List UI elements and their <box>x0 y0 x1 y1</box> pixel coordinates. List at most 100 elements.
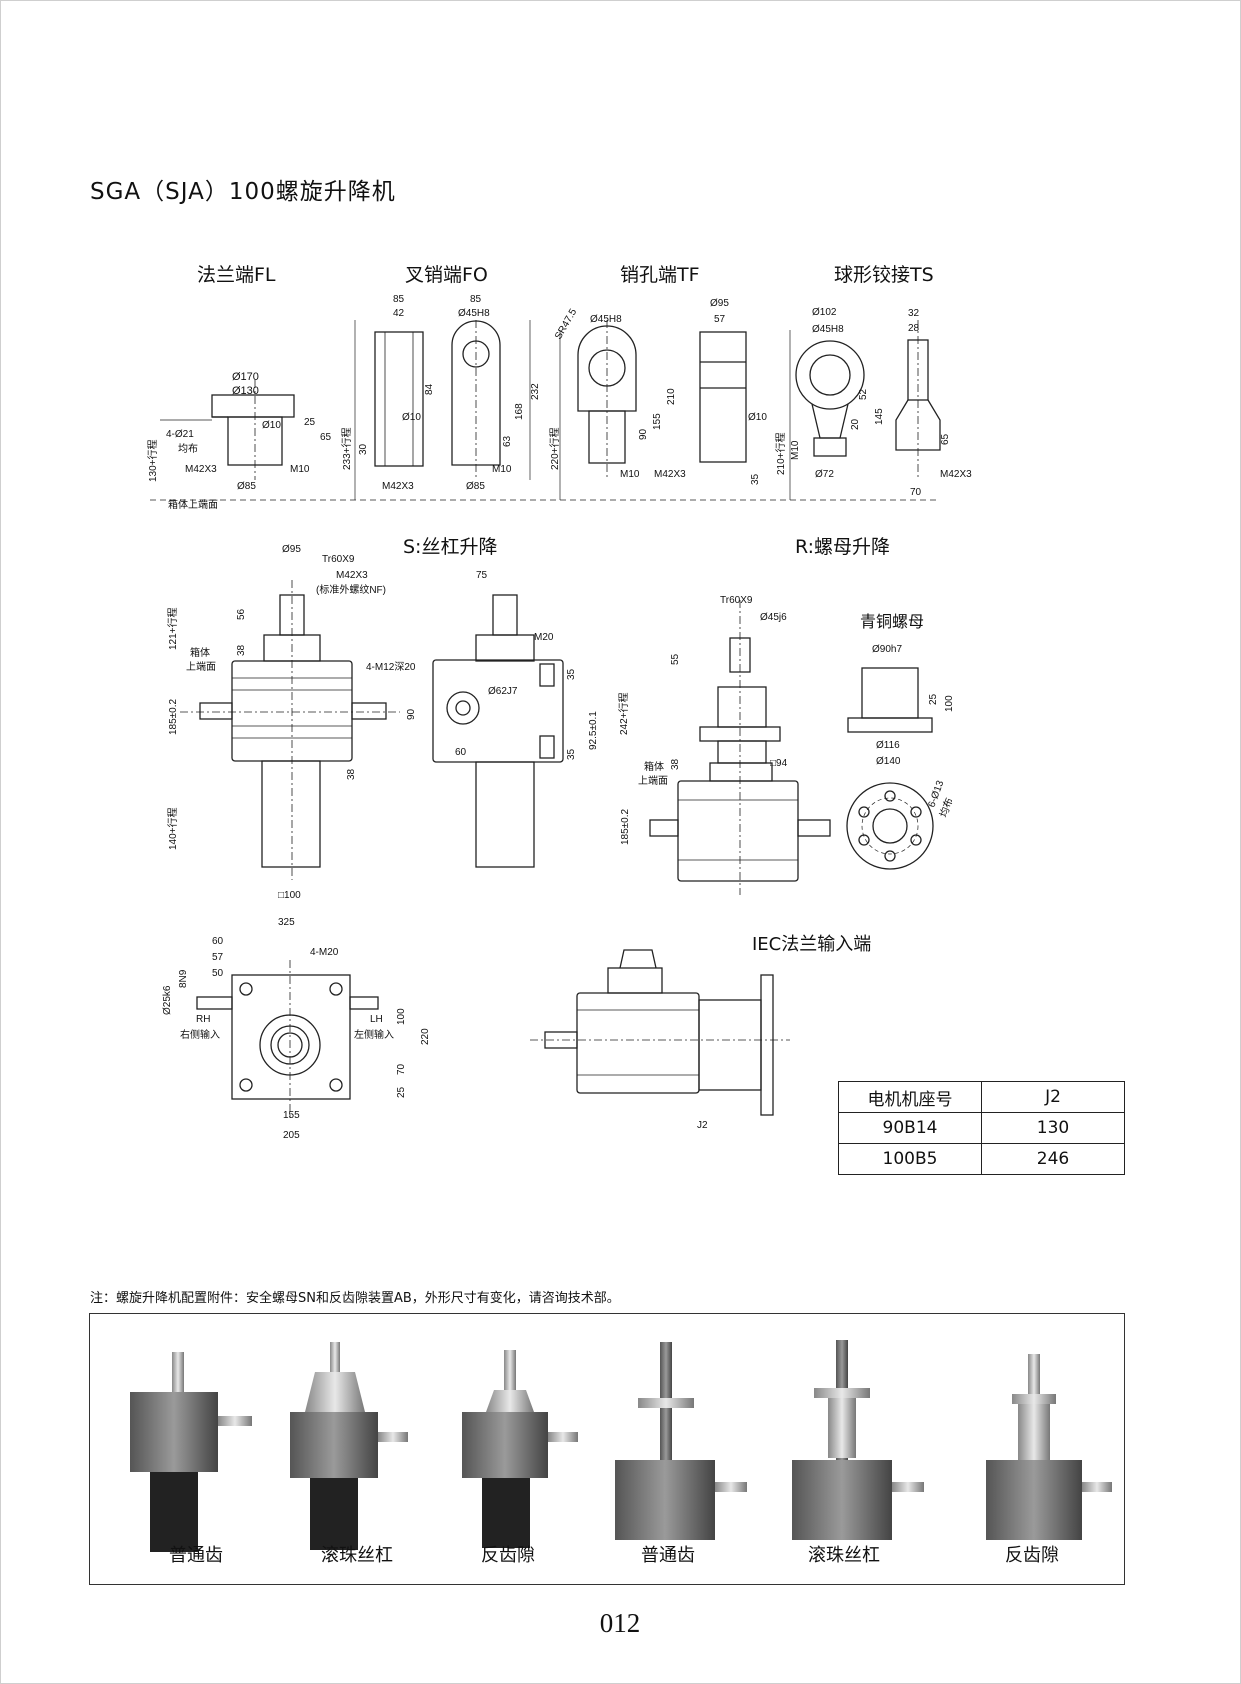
dim-ts-11: M42X3 <box>940 469 972 480</box>
product-photo-3 <box>462 1350 578 1548</box>
dim-fl-5: 25 <box>304 417 316 428</box>
dim-ts-0: Ø102 <box>812 307 837 318</box>
dim-r-6: 38 <box>670 758 681 770</box>
section-title-s: S:丝杠升降 <box>403 536 498 558</box>
dim-input-14: 25 <box>396 1086 407 1098</box>
dim-fo-8: Ø10 <box>402 412 421 423</box>
dim-fo-0: 85 <box>393 294 405 305</box>
dim-s2-7: 60 <box>455 747 467 758</box>
dim-bronze-2: 100 <box>944 695 955 712</box>
product-photo-panel: 普通齿 滚珠丝杠 反齿隙 普通齿 滚珠丝杠 反齿隙 <box>89 1313 1125 1585</box>
dim-s2-2: 4-M12深20 <box>366 661 416 673</box>
dim-fl-2: 4-Ø21 <box>166 429 194 440</box>
dim-tf-3: 57 <box>714 314 726 325</box>
dim-input-10: 左侧输入 <box>354 1028 394 1041</box>
dim-tf-7: 220+行程 <box>548 427 561 470</box>
drawing-fl <box>150 380 940 501</box>
dim-iec-0: J2 <box>697 1120 708 1131</box>
drawing-s-front <box>180 580 400 880</box>
page-number: 012 <box>599 1608 641 1638</box>
dim-tf-2: Ø95 <box>710 298 729 309</box>
dim-input-6: Ø25k6 <box>162 985 173 1015</box>
section-title-tf: 销孔端TF <box>620 264 700 286</box>
table-header-row: 电机机座号 J2 <box>838 1081 1125 1113</box>
dim-fo-9: 233+行程 <box>340 427 353 470</box>
table-header-cell: J2 <box>981 1081 1125 1113</box>
dim-ts-2: 52 <box>858 388 869 400</box>
dim-r-4: 箱体 <box>644 760 664 773</box>
dim-fo-11: M42X3 <box>382 481 414 492</box>
dim-s-2: M42X3 <box>336 570 368 581</box>
dim-bronze-4: Ø140 <box>876 756 901 767</box>
dim-ts-3: 20 <box>850 418 861 430</box>
dim-fl-9: Ø85 <box>237 481 256 492</box>
dim-fl-11: 箱体上端面 <box>168 498 218 511</box>
dim-r-8: 185±0.2 <box>620 808 631 845</box>
dim-s2-0: 75 <box>476 570 488 581</box>
product-photo-4 <box>615 1342 747 1540</box>
dim-input-1: 60 <box>212 936 224 947</box>
dim-fo-12: M10 <box>492 464 512 475</box>
dim-tf-4: 210 <box>666 388 677 405</box>
dim-s-6: 38 <box>236 644 247 656</box>
dim-ts-1: Ø45H8 <box>812 324 844 335</box>
product-photo-5 <box>792 1340 924 1540</box>
section-title-ts: 球形铰接TS <box>834 264 934 286</box>
dim-s-11: 140+行程 <box>166 807 179 850</box>
photo-caption: 普通齿 <box>641 1545 695 1566</box>
dim-tf-8: M10 <box>620 469 640 480</box>
dim-ts-5: 210+行程 <box>774 432 787 475</box>
dim-input-9: LH <box>370 1014 383 1025</box>
table-cell: 100B5 <box>838 1143 982 1175</box>
dim-bronze-3: Ø116 <box>876 740 900 751</box>
dim-s-7: 箱体 <box>190 646 210 659</box>
dim-fl-0: Ø170 <box>232 371 259 383</box>
dim-fl-3: 均布 <box>178 443 198 455</box>
dim-bronze-1: 25 <box>928 693 939 705</box>
dim-r-7: □94 <box>770 758 788 769</box>
dim-ts-10: 65 <box>940 433 951 445</box>
dim-ts-9: 28 <box>908 323 920 334</box>
dim-input-5: 8N9 <box>178 969 189 988</box>
drawing-fo <box>354 320 531 500</box>
dim-fo-13: Ø85 <box>466 481 485 492</box>
dim-fo-2: 85 <box>470 294 482 305</box>
dim-ts-6: M10 <box>790 440 801 460</box>
product-photo-2 <box>290 1342 408 1550</box>
section-title-iec: IEC法兰输入端 <box>752 934 872 955</box>
dim-s2-8: 35 <box>566 748 577 760</box>
dim-fo-1: 42 <box>393 308 405 319</box>
drawing-iec <box>530 949 790 1116</box>
dim-tf-11: 35 <box>750 473 761 485</box>
table-cell: 90B14 <box>838 1112 982 1144</box>
dim-input-3: 50 <box>212 968 224 979</box>
dim-fo-7: 63 <box>502 435 513 447</box>
dim-tf-0: SR47.5 <box>553 307 579 342</box>
dim-s2-5: 90 <box>406 708 417 720</box>
dim-input-0: 325 <box>278 917 295 928</box>
dim-s-4: 56 <box>236 608 247 620</box>
dim-fl-7: M42X3 <box>185 464 217 475</box>
dim-ts-8: 32 <box>908 308 920 319</box>
dim-s2-3: 35 <box>566 668 577 680</box>
product-photo-6 <box>986 1354 1112 1540</box>
dim-input-13: 70 <box>396 1063 407 1075</box>
product-photos <box>130 1340 1112 1552</box>
dim-r-1: Ø45j6 <box>760 612 787 623</box>
table-cell: 246 <box>981 1143 1125 1175</box>
product-photo-1 <box>130 1352 252 1552</box>
dim-fl-6: 65 <box>320 432 332 443</box>
table-cell: 130 <box>981 1112 1125 1144</box>
dim-input-7: RH <box>196 1014 210 1025</box>
drawing-tf <box>559 320 747 500</box>
dim-ts-12: 70 <box>910 487 922 498</box>
photo-caption: 反齿隙 <box>481 1545 535 1566</box>
dim-s2-4: Ø62J7 <box>488 686 518 697</box>
dim-tf-1: Ø45H8 <box>590 314 622 325</box>
section-title-fl: 法兰端FL <box>197 264 276 286</box>
dim-bronze-0: Ø90h7 <box>872 644 902 655</box>
dim-tf-5: 155 <box>652 413 663 430</box>
dim-fo-5: 232 <box>530 383 541 400</box>
dim-fl-10: 130+行程 <box>146 439 159 482</box>
